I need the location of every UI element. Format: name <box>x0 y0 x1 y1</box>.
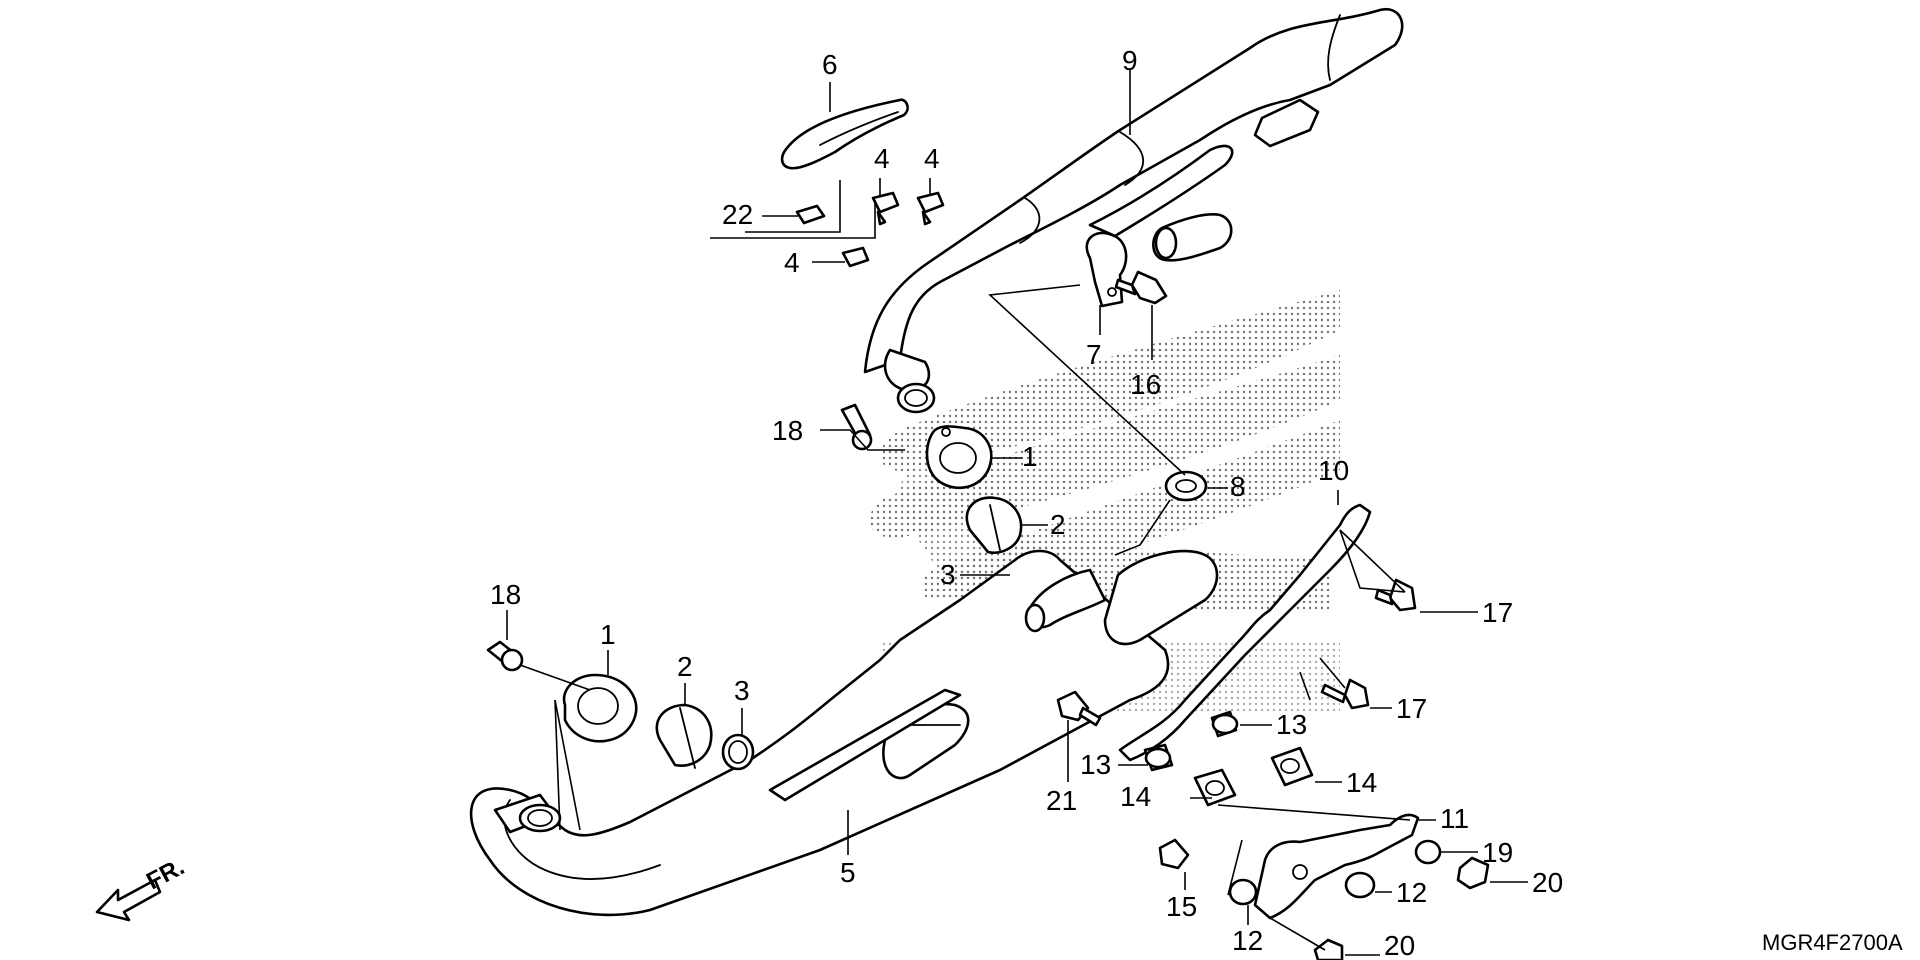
callout-4: 4 <box>924 143 940 174</box>
part-2-joint-collar-lower <box>655 703 713 769</box>
part-17-bolt-upper <box>1374 578 1417 612</box>
drawing-code: MGR4F2700A <box>1762 930 1903 955</box>
callout-4: 4 <box>784 247 800 278</box>
callout-14: 14 <box>1346 767 1377 798</box>
part-4-clip-b <box>916 191 945 226</box>
callout-17: 17 <box>1396 693 1427 724</box>
callout-20: 20 <box>1532 867 1563 898</box>
part-21-bolt <box>1056 690 1102 727</box>
part-1-flange-upper <box>925 425 993 490</box>
callout-11: 11 <box>1440 803 1469 834</box>
part-22-cushion <box>795 204 826 225</box>
part-17-bolt-lower <box>1320 678 1370 710</box>
callout-7: 7 <box>1086 339 1102 370</box>
part-6-heat-shield <box>780 98 909 170</box>
callout-21: 21 <box>1046 785 1077 816</box>
part-8-grommet <box>1164 470 1208 502</box>
part-7-pipe-clamp <box>1085 231 1128 308</box>
pipe-end-front <box>493 793 562 834</box>
callout-14: 14 <box>1120 781 1151 812</box>
callout-9: 9 <box>1122 45 1138 76</box>
callout-19: 19 <box>1482 837 1513 868</box>
part-20-nut-upper <box>1456 856 1490 890</box>
callout-15: 15 <box>1166 891 1197 922</box>
callout-12: 12 <box>1396 877 1427 908</box>
part-12-collar-right <box>1344 871 1376 899</box>
callout-18: 18 <box>772 415 803 446</box>
callout-22: 22 <box>722 199 753 230</box>
callout-2: 2 <box>677 651 693 682</box>
callout-12: 12 <box>1232 925 1263 956</box>
part-9-upper-muffler <box>863 7 1404 414</box>
part-14-spacer-upper <box>1270 746 1314 787</box>
part-18-stud-bolt-lower <box>486 640 524 672</box>
part-19-washer <box>1414 839 1442 865</box>
callout-3: 3 <box>734 675 750 706</box>
part-2-joint-collar-upper <box>965 496 1023 554</box>
callout-13: 13 <box>1276 709 1307 740</box>
part-4-clip-a <box>871 191 900 226</box>
bracket-line-heat-shield-b <box>745 180 841 233</box>
callout-17: 17 <box>1482 597 1513 628</box>
part-16-bolt <box>1114 270 1168 305</box>
part-12-collar-bottom <box>1228 878 1258 906</box>
part-1-flange-lower <box>562 673 638 743</box>
callout-labels: 6 9 4 4 22 4 7 16 18 1 8 2 3 10 17 18 1 … <box>490 45 1563 960</box>
callout-16: 16 <box>1130 369 1161 400</box>
part-3-ring-lower <box>721 733 755 771</box>
callout-13: 13 <box>1080 749 1111 780</box>
part-4-clip-c <box>841 246 870 268</box>
callout-18: 18 <box>490 579 521 610</box>
callout-20: 20 <box>1384 930 1415 960</box>
bracket-line-heat-shield <box>710 200 876 239</box>
leader-lines <box>506 68 1528 956</box>
callout-5: 5 <box>840 857 856 888</box>
callout-2: 2 <box>1050 509 1066 540</box>
part-18-stud-bolt-upper <box>840 403 873 451</box>
callout-6: 6 <box>822 49 838 80</box>
callout-10: 10 <box>1318 455 1349 486</box>
callout-8: 8 <box>1230 471 1246 502</box>
callout-1: 1 <box>1022 441 1038 472</box>
callout-1: 1 <box>600 619 616 650</box>
part-13-collar-upper <box>1210 710 1239 738</box>
part-5-main-exhaust-pipe <box>469 549 1219 917</box>
part-14-spacer-lower <box>1193 768 1237 807</box>
part-20-nut-lower <box>1313 938 1344 960</box>
part-10-muffler-bracket <box>1118 503 1372 762</box>
callout-3: 3 <box>940 559 956 590</box>
part-11-step-bracket <box>1253 813 1420 920</box>
part-13-collar-lower <box>1143 743 1174 772</box>
front-direction-arrow: FR. <box>95 853 189 922</box>
callout-4: 4 <box>874 143 890 174</box>
part-15-bolt <box>1158 838 1190 870</box>
